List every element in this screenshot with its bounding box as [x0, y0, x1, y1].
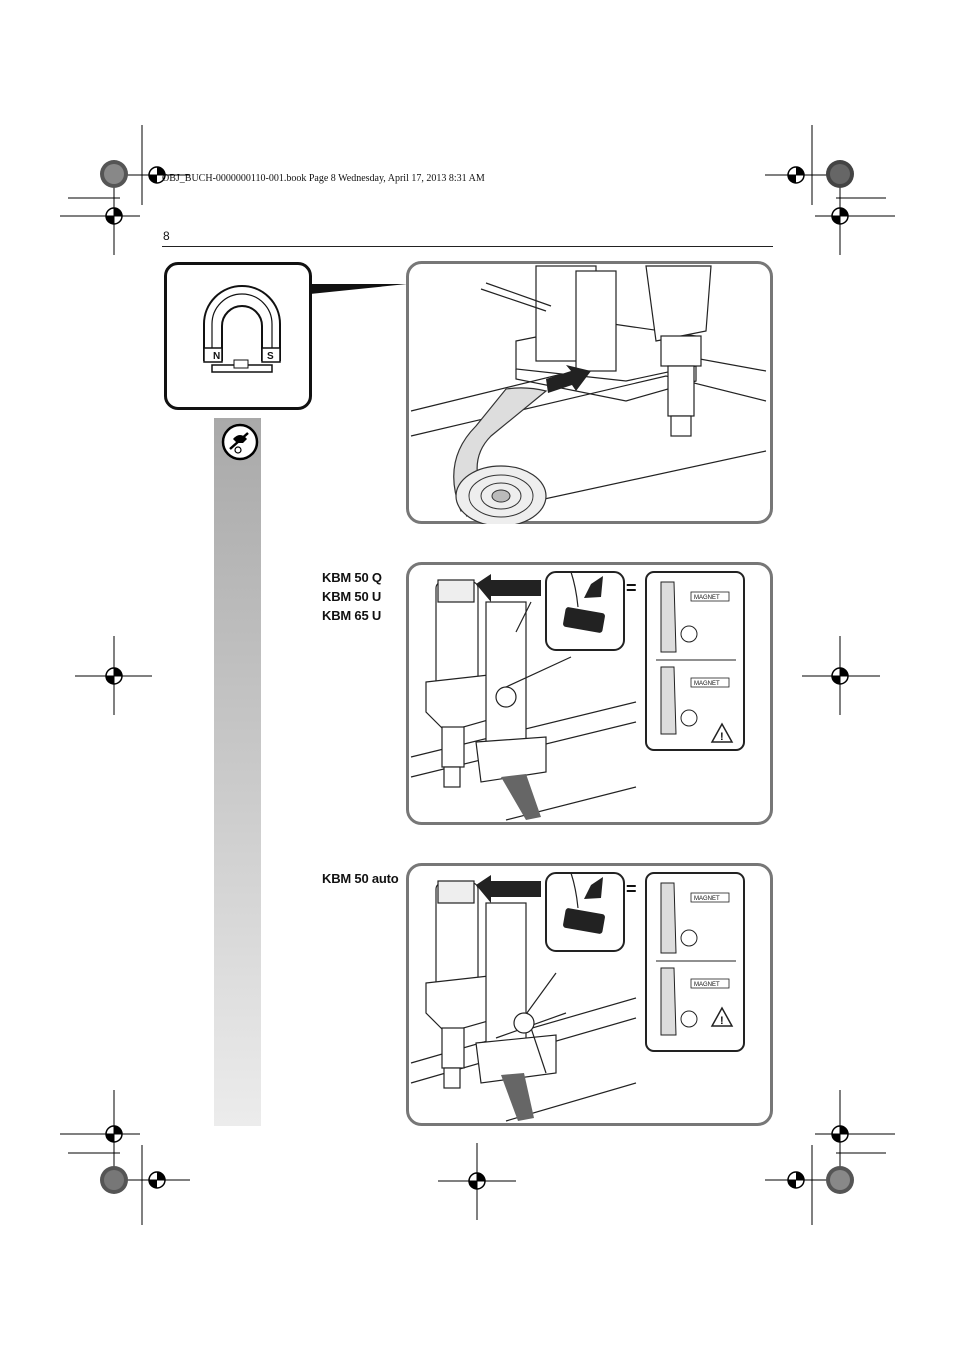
- book-info-header: OBJ_BUCH-0000000110-001.book Page 8 Wedn…: [162, 173, 485, 184]
- illustration-switch-auto: = MAGNET MAGNET !: [406, 863, 773, 1126]
- magnet-icon: N S: [203, 284, 407, 373]
- svg-text:!: !: [720, 731, 724, 743]
- magnet-label-top: MAGNET: [694, 595, 720, 601]
- equals-sign: =: [626, 578, 637, 598]
- magnet-label-top-auto: MAGNET: [694, 896, 720, 902]
- model-label-kbm50q: KBM 50 Q: [322, 570, 382, 585]
- magnet-label-bottom-auto: MAGNET: [694, 982, 720, 988]
- magnet-pole-north: N: [213, 351, 220, 362]
- svg-text:!: !: [720, 1015, 724, 1027]
- magnet-label-bottom: MAGNET: [694, 681, 720, 687]
- illustration-switch-manual: = MAGNET MAGNET !: [406, 562, 773, 825]
- side-strip: [214, 418, 261, 1126]
- page-number: 8: [163, 229, 170, 243]
- model-label-kbm65u: KBM 65 U: [322, 608, 382, 623]
- magnet-pole-south: S: [267, 351, 274, 362]
- illustration-drill-surface: [406, 261, 773, 524]
- header-rule: [162, 246, 773, 247]
- no-magnet-warning-icon: [221, 423, 259, 461]
- model-label-kbm50u: KBM 50 U: [322, 589, 382, 604]
- equals-sign-auto: =: [626, 879, 637, 899]
- model-label-kbm50auto: KBM 50 auto: [322, 871, 399, 886]
